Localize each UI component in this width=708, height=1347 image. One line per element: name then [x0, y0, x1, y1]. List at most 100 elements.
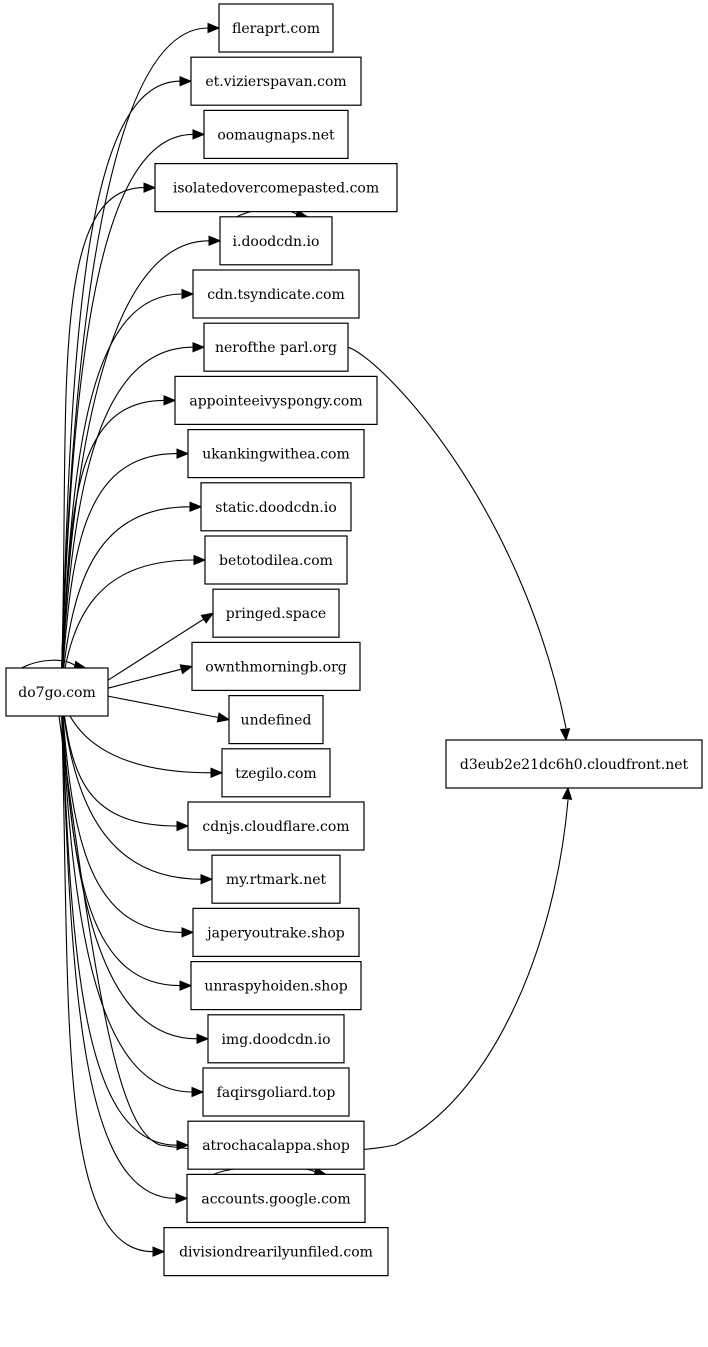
node-box: [212, 588, 340, 638]
node-cdn-tsyndicate-com: cdn.tsyndicate.com: [192, 269, 360, 319]
edge-arrowhead: [143, 182, 157, 193]
edge-arrowhead: [200, 873, 214, 885]
node-box: [203, 109, 349, 160]
node-label: isolatedovercomepasted.com: [173, 181, 379, 197]
node-label: ownthmorningb.org: [205, 659, 346, 675]
node-box: [221, 748, 331, 798]
edge-do7go-com-to-accounts-google-com: [60, 691, 189, 1204]
edge-arrowhead: [192, 129, 206, 140]
node-box: [211, 854, 341, 904]
edge-do7go-com-to-appointeeivyspongy-com: [60, 395, 177, 693]
edge-line: [60, 691, 177, 1199]
edge-do7go-com-to-fleraprt-com: [60, 22, 221, 693]
edge-arrowhead: [210, 767, 224, 779]
edge-arrowhead: [181, 288, 195, 300]
node-label: faqirsgoliard.top: [217, 1085, 336, 1101]
node-label: cdn.tsyndicate.com: [207, 287, 345, 303]
node-box: [186, 1173, 366, 1224]
node-box: [190, 56, 362, 106]
edge-line: [60, 453, 178, 693]
node-box: [228, 694, 324, 745]
node-box: [445, 739, 703, 789]
node-label: i.doodcdn.io: [233, 234, 320, 250]
edge-do7go-com-to-cdnjs-cloudflare-com: [60, 691, 190, 832]
node-my-rtmark-net: my.rtmark.net: [211, 854, 341, 904]
edge-arrowhead: [191, 1086, 205, 1098]
node-label: accounts.google.com: [201, 1191, 350, 1207]
edge-do7go-com-to-japeryoutrake-shop: [60, 691, 195, 938]
edge-line: [60, 691, 193, 1093]
edge-line: [60, 691, 202, 880]
edge-arrowhead: [176, 820, 190, 832]
node-label: ukankingwithea.com: [202, 447, 350, 463]
node-box: [190, 960, 362, 1011]
node-label: tzegilo.com: [235, 766, 316, 782]
edge-do7go-com-to-oomaugnaps-net: [60, 129, 206, 693]
edge-line: [60, 691, 154, 1253]
edge-nerofthe-parl-org-to-d3eub2e21dc6h0-cloudfront-net: [347, 346, 571, 742]
edge-arrowhead: [193, 554, 207, 566]
edge-arrowhead: [196, 1033, 210, 1045]
node-label: betotodilea.com: [219, 553, 333, 569]
node-japeryoutrake-shop: japeryoutrake.shop: [192, 907, 360, 958]
edge-do7go-com-to-atrochacalappa-shop: [60, 691, 190, 1151]
edge-line: [107, 668, 182, 689]
edge-do7go-com-to-img-doodcdn-io: [60, 691, 210, 1045]
node-unraspyhoiden-shop: unraspyhoiden.shop: [190, 960, 362, 1011]
edge-arrowhead: [176, 448, 190, 459]
node-i-doodcdn-io: i.doodcdn.io: [219, 216, 333, 266]
edge-arrowhead: [559, 728, 571, 742]
node-box: [219, 216, 333, 266]
edge-do7go-com-to-faqirsgoliard-top: [60, 691, 205, 1098]
edge-line: [107, 695, 219, 719]
edge-line: [60, 559, 195, 693]
edge-arrowhead: [189, 501, 203, 513]
edge-do7go-com-to-undefined: [107, 695, 231, 723]
node-box: [192, 269, 360, 319]
node-label: undefined: [241, 713, 312, 729]
edge-line: [347, 346, 567, 729]
edge-arrowhead: [181, 927, 195, 938]
node-oomaugnaps-net: oomaugnaps.net: [203, 109, 349, 160]
node-box: [191, 641, 361, 692]
node-label: oomaugnaps.net: [217, 127, 335, 143]
node-box: [174, 375, 378, 425]
node-label: my.rtmark.net: [226, 872, 327, 888]
node-label: unraspyhoiden.shop: [204, 979, 347, 995]
node-box: [163, 1226, 389, 1277]
node-tzegilo-com: tzegilo.com: [221, 748, 331, 798]
node-box: [187, 801, 365, 851]
node-label: fleraprt.com: [232, 21, 320, 37]
edge-arrowhead: [152, 1246, 166, 1257]
edge-do7go-com-to-ukankingwithea-com: [60, 448, 190, 693]
edge-arrowhead: [207, 22, 221, 34]
edge-arrowhead: [208, 235, 222, 247]
edge-do7go-com-to-nerofthe-parl-org: [60, 341, 206, 693]
node-label: appointeeivyspongy.com: [189, 393, 362, 409]
edge-line: [21, 659, 76, 669]
edge-line: [60, 691, 178, 827]
node-accounts-google-com: accounts.google.com: [186, 1173, 366, 1224]
edges-layer: [21, 22, 573, 1257]
edge-do7go-com-to-pringed-space: [107, 612, 215, 681]
node-label: divisiondrearilyunfiled.com: [179, 1245, 373, 1261]
edge-arrowhead: [175, 1193, 189, 1204]
node-box: [187, 429, 365, 479]
edge-line: [60, 691, 183, 933]
edge-line: [60, 399, 165, 693]
edge-arrowhead: [179, 664, 194, 675]
edge-do7go-com-to-static-doodcdn-io: [60, 501, 203, 693]
edge-arrowhead: [176, 1139, 190, 1151]
edge-arrowhead: [192, 341, 206, 353]
node-atrochacalappa-shop: atrochacalappa.shop: [187, 1120, 365, 1170]
edge-arrowhead: [179, 75, 193, 87]
node-label: et.vizierspavan.com: [205, 74, 346, 90]
edge-arrowhead: [200, 612, 215, 624]
node-et-vizierspavan-com: et.vizierspavan.com: [190, 56, 362, 106]
node-img-doodcdn-io: img.doodcdn.io: [207, 1014, 345, 1064]
edge-line: [60, 691, 178, 1146]
edge-line: [107, 618, 205, 681]
node-box: [202, 1067, 350, 1117]
edge-arrowhead: [216, 712, 231, 723]
